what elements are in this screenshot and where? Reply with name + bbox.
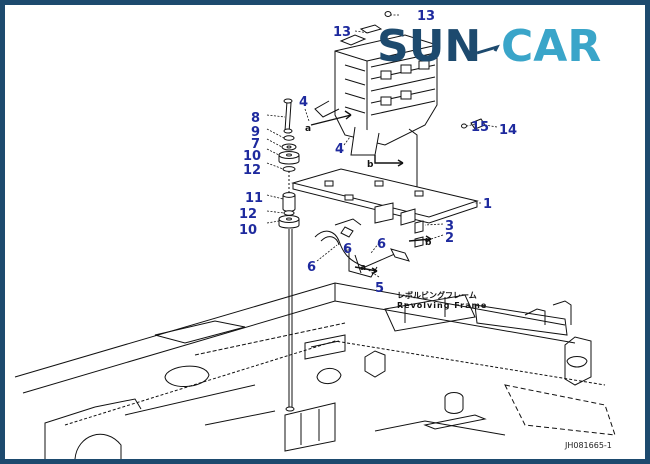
frame-label-jp: レボルビングフレーム bbox=[397, 290, 477, 300]
callout-4-upper: 4 bbox=[299, 95, 308, 110]
logo-text-car: CAR bbox=[501, 21, 601, 72]
frame-label-en: Revolving Frame bbox=[397, 301, 487, 310]
callout-15: 15 bbox=[471, 120, 489, 135]
control-valve bbox=[314, 24, 438, 195]
callout-6-left: 6 bbox=[307, 260, 316, 275]
callout-7: 7 bbox=[251, 137, 260, 152]
part-reference: JH081665-1 bbox=[564, 441, 612, 450]
mounting-plate bbox=[291, 168, 479, 226]
connector-arrows bbox=[310, 110, 432, 275]
callout-12-upper: 12 bbox=[243, 163, 261, 178]
letter-b-upper: b bbox=[367, 160, 374, 170]
letter-markers: a b a b bbox=[305, 124, 432, 273]
letter-b-lower: b bbox=[425, 238, 432, 248]
callout-14: 14 bbox=[499, 123, 517, 138]
callout-2: 2 bbox=[445, 231, 454, 246]
callout-9: 9 bbox=[251, 125, 260, 140]
callout-6-middle: 6 bbox=[343, 242, 352, 257]
callout-1: 1 bbox=[483, 197, 492, 212]
suncar-logo: SUN CAR bbox=[377, 21, 601, 72]
bracket-assembly bbox=[314, 218, 410, 278]
frame-label: レボルビングフレーム Revolving Frame bbox=[397, 290, 487, 310]
callout-4-lower: 4 bbox=[335, 142, 344, 157]
letter-a-lower: a bbox=[360, 263, 366, 273]
mount-stack bbox=[278, 98, 300, 412]
logo-swoosh-icon bbox=[476, 44, 500, 55]
callout-6-right: 6 bbox=[377, 237, 386, 252]
callout-13-left: 13 bbox=[333, 25, 351, 40]
callout-11: 11 bbox=[245, 191, 263, 206]
revolving-frame bbox=[14, 282, 616, 459]
callout-8: 8 bbox=[251, 111, 260, 126]
callouts: 13 13 4 8 9 7 10 12 4 15 14 1 11 12 10 3… bbox=[239, 9, 517, 296]
callout-10-upper: 10 bbox=[243, 149, 261, 164]
callout-10-lower: 10 bbox=[239, 223, 257, 238]
callout-12-lower: 12 bbox=[239, 207, 257, 222]
letter-a-upper: a bbox=[305, 124, 311, 134]
callout-13-top: 13 bbox=[417, 9, 435, 24]
exploded-parts-diagram: a b a b 13 13 4 8 9 7 10 12 4 15 14 1 11… bbox=[14, 9, 616, 459]
logo-text-sun: SUN bbox=[377, 21, 481, 72]
callout-3: 3 bbox=[445, 219, 454, 234]
callout-5: 5 bbox=[375, 281, 384, 296]
